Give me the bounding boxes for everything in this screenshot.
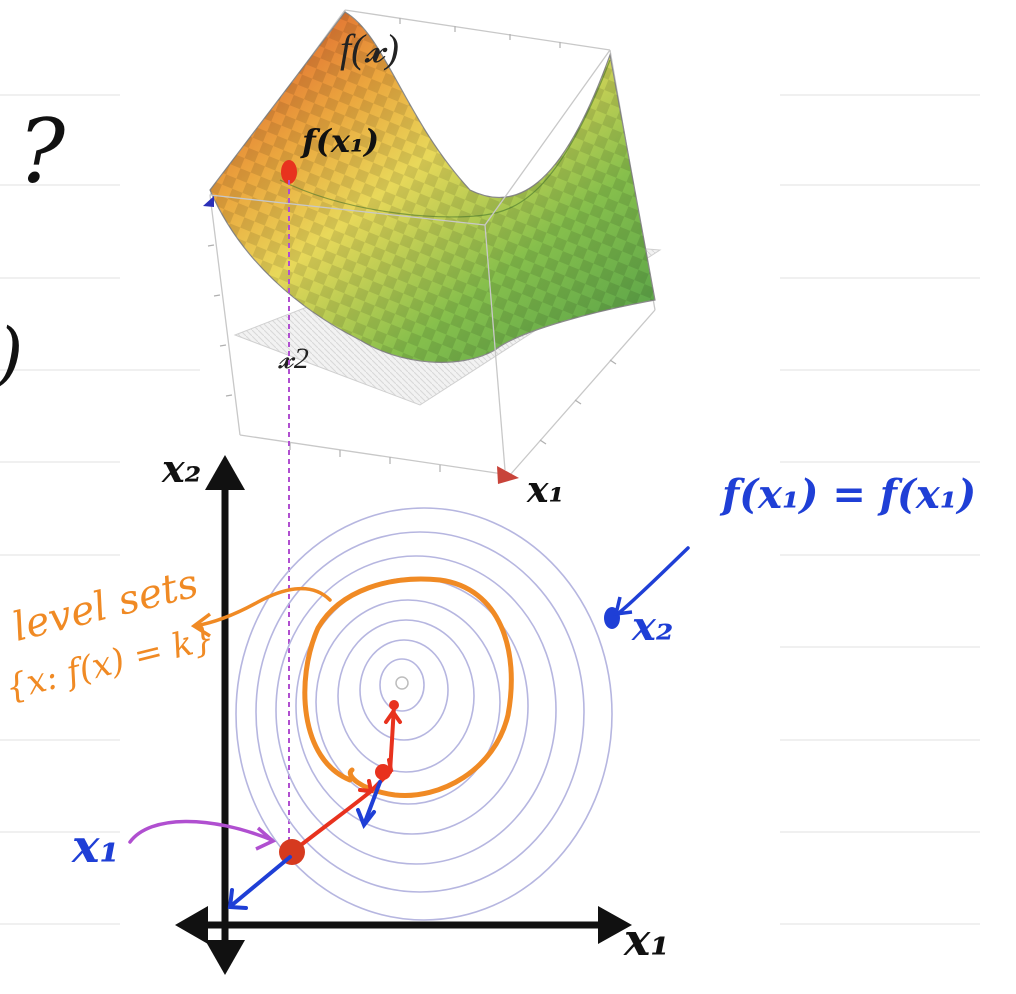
surface-start-point-label: f(x₁) — [300, 122, 379, 160]
x2-axis-label: x₂ — [161, 446, 201, 491]
contour-level-8 — [235, 507, 613, 921]
contour-level-3 — [337, 619, 475, 773]
start-point-label: x₁ — [71, 819, 120, 873]
descent-end-point — [389, 700, 399, 710]
gradient-arrows — [227, 780, 382, 910]
margin-question-mark: ? — [18, 100, 66, 203]
plot-box-front — [209, 49, 656, 476]
start-point-pointer-head — [255, 826, 277, 851]
level-sets-pointer-head — [190, 612, 212, 638]
contour-level-6 — [275, 555, 557, 865]
equality-note: f(x₁) = f(x₁) — [719, 471, 976, 518]
second-point-pointer-arrow — [618, 546, 690, 614]
surface-start-point — [281, 160, 297, 184]
x1-axis-arrow-left-icon — [175, 906, 208, 944]
x2-axis-arrow-up-icon — [205, 455, 245, 490]
descent-mid-point — [375, 764, 391, 780]
surface-plot: f(𝔁) f(x₁) 𝔁2 — [203, 9, 662, 484]
second-point-label: x₂ — [631, 603, 673, 650]
contour-level-7 — [255, 531, 585, 893]
contour-plot: x₂ x₁ x₁ x₁ x₂ f(x₁) — [1, 446, 976, 975]
start-point-pointer-arrow — [128, 819, 274, 844]
surface-checker — [210, 12, 655, 363]
surface-rim — [279, 59, 611, 218]
contour-level-4 — [315, 599, 501, 805]
x1-axis-label: x₁ — [623, 915, 670, 966]
box-axis-marker-blue — [203, 196, 214, 207]
second-point-pointer-head — [613, 596, 633, 617]
x1-axis-arrow-right-icon — [598, 906, 632, 944]
notebook-rules — [0, 94, 980, 925]
floor-axis-label: 𝔁2 — [278, 342, 309, 375]
contour-level-2 — [359, 639, 449, 741]
contour-minimum — [395, 676, 409, 690]
box-axis-marker-red — [497, 466, 519, 484]
surface-function-label: f(𝔁) — [340, 26, 399, 71]
box-x1-label: x₁ — [526, 469, 564, 511]
plot-box-ticks — [207, 18, 617, 472]
contour-level-1 — [379, 658, 425, 712]
level-sets-pointer-arrow — [193, 586, 332, 628]
level-set-curve — [302, 576, 514, 799]
margin-paren-mark: ) — [0, 313, 23, 395]
x2-axis-arrow-down-icon — [205, 940, 245, 975]
